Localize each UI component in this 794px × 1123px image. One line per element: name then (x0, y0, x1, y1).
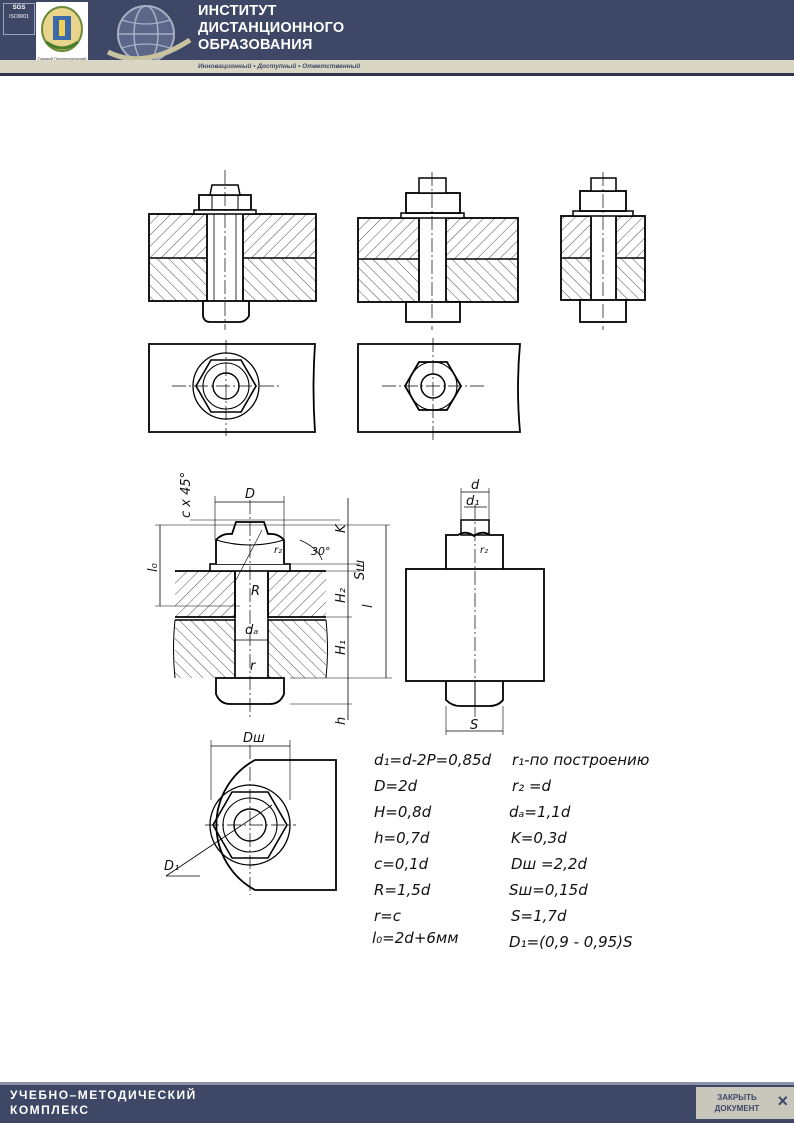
formula-right-5: Dш =2,2d (511, 855, 587, 873)
header-band (0, 60, 794, 76)
dim-K: K (334, 523, 349, 533)
formula-right-1: r₁-по построению (512, 751, 649, 769)
umk-line-1: УЧЕБНО–МЕТОДИЧЕСКИЙ (10, 1088, 197, 1102)
close-document-button[interactable]: ЗАКРЫТЬ ДОКУМЕНТ × (696, 1087, 794, 1119)
bolt-section-view-1 (148, 170, 317, 330)
formula-left-2: D=2d (374, 777, 418, 795)
formula-left-5: c=0,1d (374, 855, 429, 873)
dim-r2: r₂ (274, 545, 282, 556)
title-line-1: ИНСТИТУТ (198, 3, 277, 19)
title-line-2: ДИСТАНЦИОННОГО (198, 20, 345, 36)
formula-left-3: H=0,8d (374, 803, 432, 821)
close-icon: × (777, 1091, 788, 1111)
bolt-plan-view-1 (148, 340, 316, 436)
site-header: SGS ISO9001 Томский Политехнический Унив… (0, 0, 794, 76)
dim-D1: D₁ (164, 859, 179, 874)
close-document-label: ЗАКРЫТЬ ДОКУМЕНТ (702, 1092, 772, 1114)
dim-d: d (471, 478, 480, 493)
dim-chamfer: c x 45° (179, 472, 194, 518)
detail-section-view (155, 496, 392, 720)
dim-da: dₐ (245, 623, 258, 638)
bolt-connection-drawing: c x 45° D K 30° r₂ l₀ R Sш H₂ l dₐ H₁ r … (146, 170, 649, 951)
dimension-labels: c x 45° D K 30° r₂ l₀ R Sш H₂ l dₐ H₁ r … (146, 472, 488, 874)
title-line-3: ОБРАЗОВАНИЯ (198, 37, 313, 53)
footer-rule (0, 1082, 794, 1085)
dim-r2-side: r₂ (480, 545, 488, 556)
dim-l0: l₀ (146, 562, 161, 572)
institute-motto: Инновационный • Доступный • Ответственны… (198, 63, 361, 70)
dim-r: r (250, 659, 257, 674)
course-complex-title: УЧЕБНО–МЕТОДИЧЕСКИЙ КОМПЛЕКС (10, 1088, 197, 1118)
dim-H2: H₂ (334, 588, 349, 603)
detail-side-view (405, 488, 545, 735)
site-footer: УЧЕБНО–МЕТОДИЧЕСКИЙ КОМПЛЕКС ЗАКРЫТЬ ДОК… (0, 1082, 794, 1123)
close-label-line-1: ЗАКРЫТЬ (717, 1093, 757, 1102)
formula-left-1: d₁=d-2P=0,85d (374, 751, 492, 769)
formula-left-8: l₀=2d+6мм (372, 929, 459, 947)
formula-right-2: r₂ =d (512, 777, 552, 795)
formula-right-4: K=0,3d (511, 829, 567, 847)
washer-plan-view (165, 740, 337, 895)
bolt-section-view-2 (357, 172, 519, 330)
close-label-line-2: ДОКУМЕНТ (714, 1104, 760, 1113)
dim-H1: H₁ (334, 640, 349, 655)
cert-code: ISO9001 (9, 14, 29, 20)
crest-icon (41, 6, 83, 52)
institute-title: ИНСТИТУТ ДИСТАНЦИОННОГО ОБРАЗОВАНИЯ (198, 3, 344, 54)
dim-Dw: Dш (243, 731, 265, 746)
formula-list-left: d₁=d-2P=0,85d D=2d H=0,8d h=0,7d c=0,1d … (372, 751, 492, 947)
formula-list-right: r₁-по построению r₂ =d dₐ=1,1d K=0,3d Dш… (509, 751, 649, 951)
dim-Sw: Sш (353, 560, 368, 580)
dim-d1: d₁ (466, 494, 479, 509)
bolt-plan-view-2 (357, 338, 521, 440)
formula-left-7: r=c (374, 907, 402, 925)
header-rule (0, 73, 794, 76)
dim-D: D (245, 487, 255, 502)
formula-right-3: dₐ=1,1d (509, 803, 571, 821)
formula-right-8: D₁=(0,9 - 0,95)S (509, 933, 633, 951)
iso-certificate-badge: SGS ISO9001 (3, 3, 35, 35)
umk-line-2: КОМПЛЕКС (10, 1103, 90, 1117)
dim-l: l (361, 604, 376, 608)
dim-h: h (334, 717, 349, 725)
cert-brand: SGS (12, 5, 26, 11)
formula-left-4: h=0,7d (374, 829, 430, 847)
dim-angle-30: 30° (311, 545, 331, 558)
formula-right-7: S=1,7d (511, 907, 567, 925)
dim-S: S (470, 718, 478, 733)
formula-left-6: R=1,5d (374, 881, 431, 899)
bolt-section-view-3 (560, 172, 646, 330)
formula-right-6: Sш=0,15d (509, 881, 588, 899)
dim-R: R (251, 584, 260, 599)
